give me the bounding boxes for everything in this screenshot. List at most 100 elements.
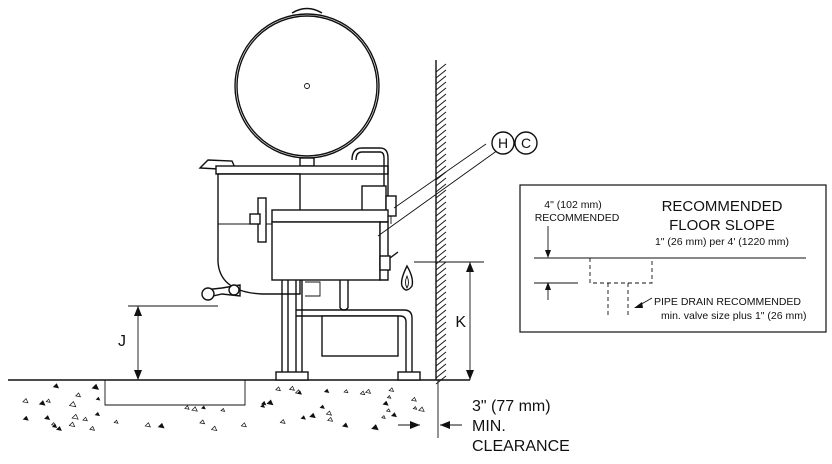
floor-aggregate-speck	[418, 406, 425, 412]
floor-aggregate-speck	[44, 415, 51, 420]
wall-hatch-line	[435, 177, 447, 187]
floor-aggregate-speck	[410, 396, 417, 402]
drain-note-line-1: PIPE DRAIN RECOMMENDED	[654, 296, 801, 308]
wall-hatch-line	[435, 309, 447, 319]
wall-hatch-line	[435, 261, 447, 271]
floor-aggregate-speck	[412, 405, 418, 410]
floor-aggregate-speck	[323, 388, 330, 394]
wall-hatch-line	[435, 141, 447, 151]
wall-hatch-line	[435, 345, 447, 355]
floor-aggregate-speck	[382, 400, 389, 406]
floor-aggregate-speck	[325, 410, 333, 416]
cold-water-label: C	[521, 135, 531, 151]
floor-aggregate-speck	[210, 425, 218, 432]
floor-aggregate-speck	[296, 390, 302, 395]
wall-hatch-line	[435, 99, 447, 109]
floor-aggregate-speck	[319, 404, 325, 409]
wall-hatch-line	[435, 231, 447, 241]
floor-aggregate-speck	[71, 413, 79, 420]
dimension-k: K	[414, 261, 484, 380]
wall-hatch-line	[435, 213, 447, 223]
wall-hatch-line	[435, 117, 447, 127]
wall-hatch-line	[435, 369, 447, 379]
slope-title-line-1: RECOMMENDED	[662, 198, 783, 215]
wall-hatch-line	[435, 81, 447, 91]
wall-hatch-line	[435, 273, 447, 283]
floor-aggregate-speck	[94, 411, 100, 417]
wall-hatch-line	[435, 363, 447, 373]
wall-hatch-line	[435, 333, 447, 343]
floor-aggregate-speck	[279, 419, 286, 424]
wall-hatch-line	[435, 255, 447, 265]
floor-slope-inset: 4" (102 mm) RECOMMENDED RECOMMENDED FLOO…	[519, 184, 827, 333]
wall-hatch-line	[435, 75, 447, 85]
floor-aggregate-speck	[288, 385, 295, 391]
floor-aggregate-speck	[144, 422, 151, 428]
wall	[435, 60, 447, 385]
wall-hatch-line	[435, 267, 447, 277]
slope-spec: 1" (26 mm) per 4' (1220 mm)	[655, 236, 789, 248]
wall-hatch-line	[435, 153, 447, 163]
wall-hatch-line	[435, 189, 447, 199]
wall-hatch-line	[435, 249, 447, 259]
wall-hatch-line	[435, 147, 447, 157]
wall-hatch-line	[435, 129, 447, 139]
wall-hatch-line	[435, 105, 447, 115]
wall-hatch-line	[435, 69, 447, 79]
wall-hatch-line	[435, 357, 447, 367]
floor-aggregate-speck	[275, 386, 281, 392]
floor-aggregate-speck	[38, 400, 46, 406]
wall-hatch-line	[435, 351, 447, 361]
clearance-dimension: 3" (77 mm) MIN. CLEARANCE	[398, 398, 570, 455]
wall-hatch-line	[435, 243, 447, 253]
dimension-j: J	[118, 305, 218, 380]
faucet	[351, 147, 397, 224]
wall-hatch-line	[435, 279, 447, 289]
hot-water-label: H	[498, 135, 508, 151]
floor-aggregate-speck	[199, 419, 206, 425]
wall-hatch-line	[435, 237, 447, 247]
wall-hatch-line	[435, 123, 447, 133]
floor-aggregate-speck	[157, 422, 165, 429]
drain-note-line-2: min. valve size plus 1" (26 mm)	[661, 310, 807, 322]
floor-aggregate-speck	[365, 388, 372, 394]
wall-hatch-line	[435, 159, 447, 169]
wall-hatch-line	[435, 225, 447, 235]
floor-aggregate-speck	[200, 405, 206, 410]
floor-aggregate-speck	[371, 424, 379, 431]
floor-aggregate-speck	[381, 415, 386, 419]
wall-hatch-line	[435, 183, 447, 193]
floor-aggregate-speck	[240, 422, 247, 428]
cabinet-stand	[271, 209, 421, 381]
wall-hatch-line	[435, 93, 447, 103]
hot-water-callout	[491, 131, 515, 155]
wall-hatch-line	[435, 297, 447, 307]
clearance-line-3: CLEARANCE	[472, 438, 570, 455]
slope-title-line-2: FLOOR SLOPE	[669, 217, 775, 234]
wall-hatch-line	[435, 321, 447, 331]
depth-note: RECOMMENDED	[535, 212, 620, 224]
wall-hatch-line	[435, 195, 447, 205]
floor-aggregate-speck	[386, 394, 392, 399]
floor-aggregate-speck	[45, 398, 51, 403]
floor-aggregate-speck	[309, 412, 316, 419]
wall-hatch-line	[435, 303, 447, 313]
depth-value: 4" (102 mm)	[544, 199, 601, 211]
floor-aggregate-speck	[359, 390, 366, 396]
wall-hatch-line	[435, 327, 447, 337]
gas-flame-icon	[400, 264, 414, 291]
floor-aggregate-speck	[327, 416, 334, 422]
cold-water-callout	[514, 131, 538, 155]
floor-aggregate-speck	[95, 396, 101, 401]
wall-hatch-line	[435, 165, 447, 175]
floor-aggregate-speck	[50, 421, 56, 426]
wall-hatch-line	[435, 291, 447, 301]
floor-aggregate-speck	[68, 421, 76, 428]
floor-aggregate-speck	[343, 389, 349, 394]
floor-aggregate-speck	[388, 387, 395, 392]
wall-hatch-line	[435, 63, 447, 73]
clearance-line-1: 3" (77 mm)	[472, 398, 551, 415]
floor-aggregate-speck	[75, 392, 82, 398]
wall-hatch-line	[435, 315, 447, 325]
